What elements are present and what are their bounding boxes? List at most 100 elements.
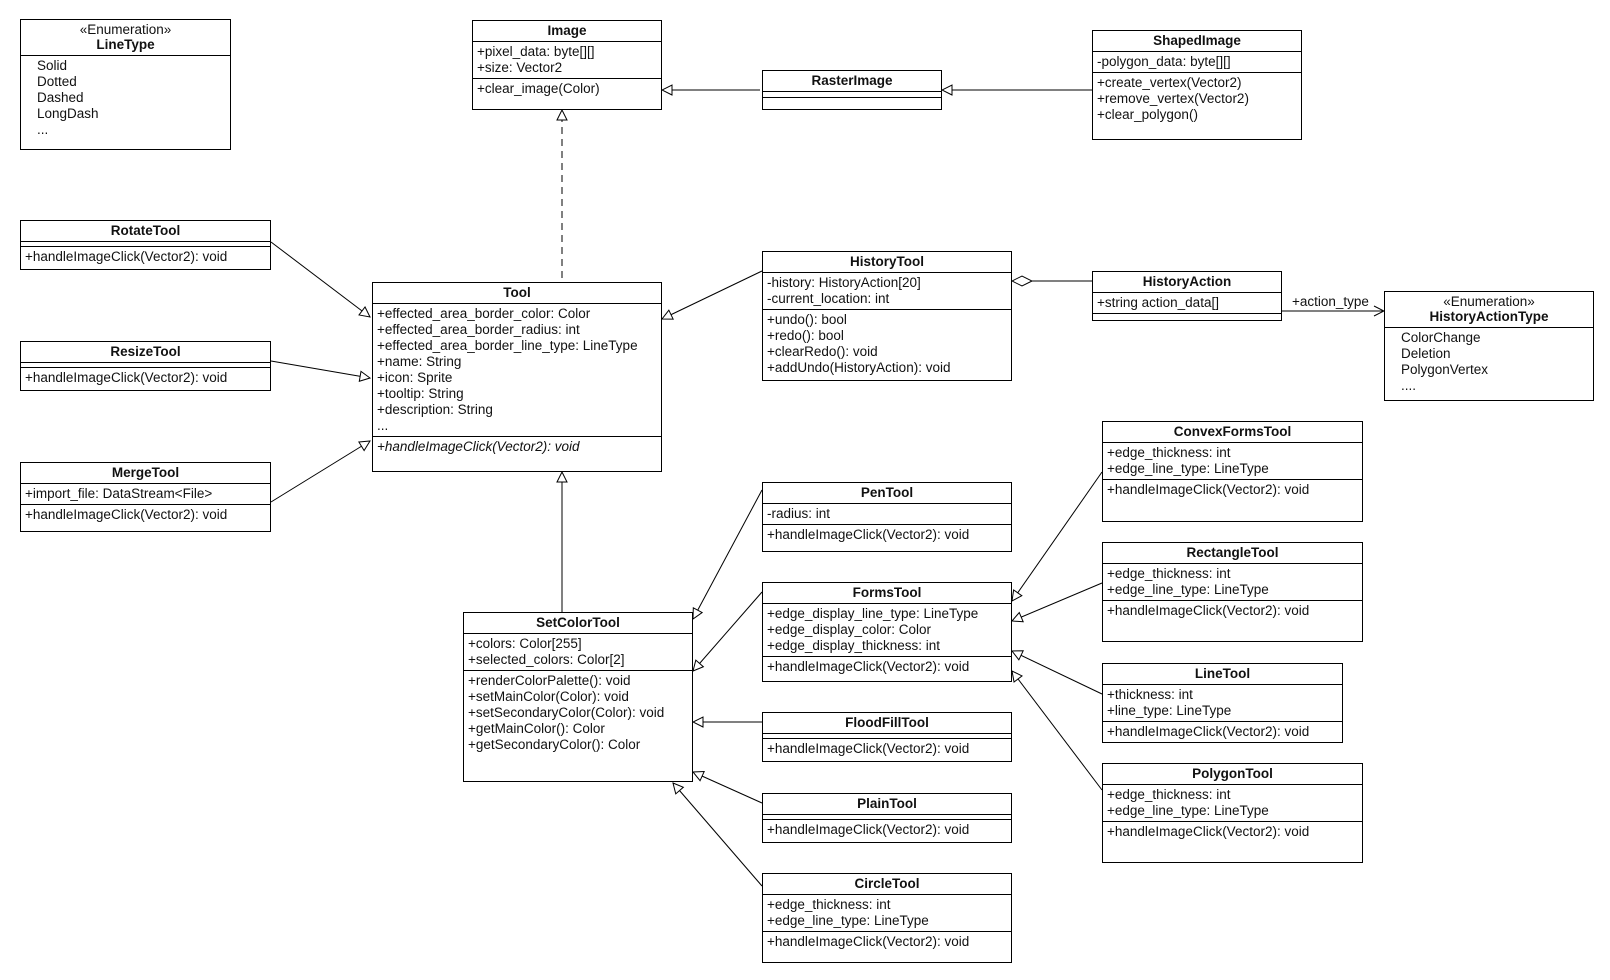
operations: +handleImageClick(Vector2): void <box>1103 480 1362 500</box>
class-linetool[interactable]: LineTool +thickness: int +line_type: Lin… <box>1102 663 1343 743</box>
attribute: +edge_display_thickness: int <box>767 638 940 653</box>
operation: +getSecondaryColor(): Color <box>468 737 641 752</box>
class-stereotype: «Enumeration» <box>1443 294 1535 309</box>
generalization-pentool-setcolortool <box>693 489 763 619</box>
class-circletool[interactable]: CircleTool +edge_thickness: int +edge_li… <box>762 873 1012 963</box>
operations: +handleImageClick(Vector2): void <box>1103 601 1362 621</box>
generalization-polygontool-formstool <box>1012 671 1103 791</box>
class-polygontool[interactable]: PolygonTool +edge_thickness: int +edge_l… <box>1102 763 1363 863</box>
class-header: CircleTool <box>763 874 1011 895</box>
class-shapedimage[interactable]: ShapedImage -polygon_data: byte[][] +cre… <box>1092 30 1302 140</box>
class-pentool[interactable]: PenTool -radius: int +handleImageClick(V… <box>762 482 1012 552</box>
enum-literals: ColorChange Deletion PolygonVertex .... <box>1385 328 1593 396</box>
class-header: ShapedImage <box>1093 31 1301 52</box>
class-rectangletool[interactable]: RectangleTool +edge_thickness: int +edge… <box>1102 542 1363 642</box>
attribute: +description: String <box>377 402 493 417</box>
class-header: LineTool <box>1103 664 1342 685</box>
generalization-linetool-formstool <box>1012 651 1103 695</box>
class-mergetool[interactable]: MergeTool +import_file: DataStream<File>… <box>20 462 271 532</box>
attributes: +edge_thickness: int +edge_line_type: Li… <box>1103 564 1362 601</box>
attributes: -history: HistoryAction[20] -current_loc… <box>763 273 1011 310</box>
class-resizetool[interactable]: ResizeTool +handleImageClick(Vector2): v… <box>20 341 271 391</box>
attribute: +edge_line_type: LineType <box>1107 461 1269 476</box>
class-name: Image <box>547 23 587 38</box>
generalization-resizetool-tool <box>270 360 370 378</box>
attribute: +size: Vector2 <box>477 60 563 75</box>
attributes: +edge_display_line_type: LineType +edge_… <box>763 604 1011 657</box>
operation: +setMainColor(Color): void <box>468 689 629 704</box>
class-name: ShapedImage <box>1153 33 1241 48</box>
operation: +clearRedo(): void <box>767 344 878 359</box>
class-name: CircleTool <box>854 876 920 891</box>
operations: +handleImageClick(Vector2): void <box>1103 822 1362 842</box>
class-rotatetool[interactable]: RotateTool +handleImageClick(Vector2): v… <box>20 220 271 270</box>
class-name: HistoryActionType <box>1429 309 1549 324</box>
attribute: +icon: Sprite <box>377 370 453 385</box>
attribute: +edge_thickness: int <box>1107 445 1231 460</box>
operations: +handleImageClick(Vector2): void <box>763 525 1011 545</box>
attribute: +import_file: DataStream<File> <box>25 486 213 501</box>
class-name: HistoryAction <box>1142 274 1232 289</box>
attributes: -polygon_data: byte[][] <box>1093 52 1301 73</box>
class-header: SetColorTool <box>464 613 692 634</box>
operation: +handleImageClick(Vector2): void <box>767 822 970 837</box>
operation: +handleImageClick(Vector2): void <box>767 659 970 674</box>
generalization-mergetool-tool <box>270 441 370 503</box>
class-name: HistoryTool <box>850 254 924 269</box>
operation: +handleImageClick(Vector2): void <box>1107 724 1310 739</box>
attribute: +effected_area_border_radius: int <box>377 322 580 337</box>
class-historyactiontype[interactable]: «Enumeration» HistoryActionType ColorCha… <box>1384 291 1594 401</box>
class-plaintool[interactable]: PlainTool +handleImageClick(Vector2): vo… <box>762 793 1012 843</box>
attributes: +thickness: int +line_type: LineType <box>1103 685 1342 722</box>
attributes: -radius: int <box>763 504 1011 525</box>
attributes: +edge_thickness: int +edge_line_type: Li… <box>1103 785 1362 822</box>
attribute: +edge_display_color: Color <box>767 622 931 637</box>
class-formstool[interactable]: FormsTool +edge_display_line_type: LineT… <box>762 582 1012 682</box>
class-tool[interactable]: Tool +effected_area_border_color: Color … <box>372 282 662 472</box>
class-header: RectangleTool <box>1103 543 1362 564</box>
operation: +handleImageClick(Vector2): void <box>1107 482 1310 497</box>
class-name: LineType <box>96 37 155 52</box>
attribute: +effected_area_border_color: Color <box>377 306 591 321</box>
class-historytool[interactable]: HistoryTool -history: HistoryAction[20] … <box>762 251 1012 381</box>
attribute: +pixel_data: byte[][] <box>477 44 595 59</box>
attribute: +edge_line_type: LineType <box>1107 582 1269 597</box>
operation: +renderColorPalette(): void <box>468 673 631 688</box>
class-convexformstool[interactable]: ConvexFormsTool +edge_thickness: int +ed… <box>1102 421 1363 522</box>
attribute: ... <box>377 418 389 433</box>
enum-literal: .... <box>1401 378 1417 393</box>
operations: +clear_image(Color) <box>473 79 661 99</box>
class-header: RotateTool <box>21 221 270 242</box>
class-historyaction[interactable]: HistoryAction +string action_data[] <box>1092 271 1282 321</box>
class-image[interactable]: Image +pixel_data: byte[][] +size: Vecto… <box>472 20 662 110</box>
class-header: RasterImage <box>763 71 941 92</box>
class-header: HistoryAction <box>1093 272 1281 293</box>
operations: +handleImageClick(Vector2): void <box>763 739 1011 759</box>
operation: +redo(): bool <box>767 328 844 343</box>
operation: +clear_polygon() <box>1097 107 1198 122</box>
class-header: HistoryTool <box>763 252 1011 273</box>
operation: +setSecondaryColor(Color): void <box>468 705 665 720</box>
enum-literal: Dotted <box>37 74 77 89</box>
class-linetype[interactable]: «Enumeration» LineType Solid Dotted Dash… <box>20 19 231 150</box>
generalization-rotatetool-tool <box>270 241 370 317</box>
enum-literal: LongDash <box>37 106 99 121</box>
generalization-formstool-setcolortool <box>693 591 763 671</box>
class-setcolortool[interactable]: SetColorTool +colors: Color[255] +select… <box>463 612 693 782</box>
operation: +create_vertex(Vector2) <box>1097 75 1242 90</box>
attributes: +edge_thickness: int +edge_line_type: Li… <box>1103 443 1362 480</box>
class-name: LineTool <box>1194 666 1251 681</box>
class-header: Image <box>473 21 661 42</box>
attribute: +string action_data[] <box>1097 295 1219 310</box>
class-header: «Enumeration» HistoryActionType <box>1385 292 1593 328</box>
class-name: ConvexFormsTool <box>1173 424 1292 439</box>
operations: +handleImageClick(Vector2): void <box>21 247 270 267</box>
attribute: +edge_thickness: int <box>767 897 891 912</box>
class-floodfilltool[interactable]: FloodFillTool +handleImageClick(Vector2)… <box>762 712 1012 762</box>
class-rasterimage[interactable]: RasterImage <box>762 70 942 110</box>
operation: +handleImageClick(Vector2): void <box>767 741 970 756</box>
attributes: +effected_area_border_color: Color +effe… <box>373 304 661 437</box>
class-name: PenTool <box>860 485 914 500</box>
operation: +handleImageClick(Vector2): void <box>767 527 970 542</box>
class-header: MergeTool <box>21 463 270 484</box>
